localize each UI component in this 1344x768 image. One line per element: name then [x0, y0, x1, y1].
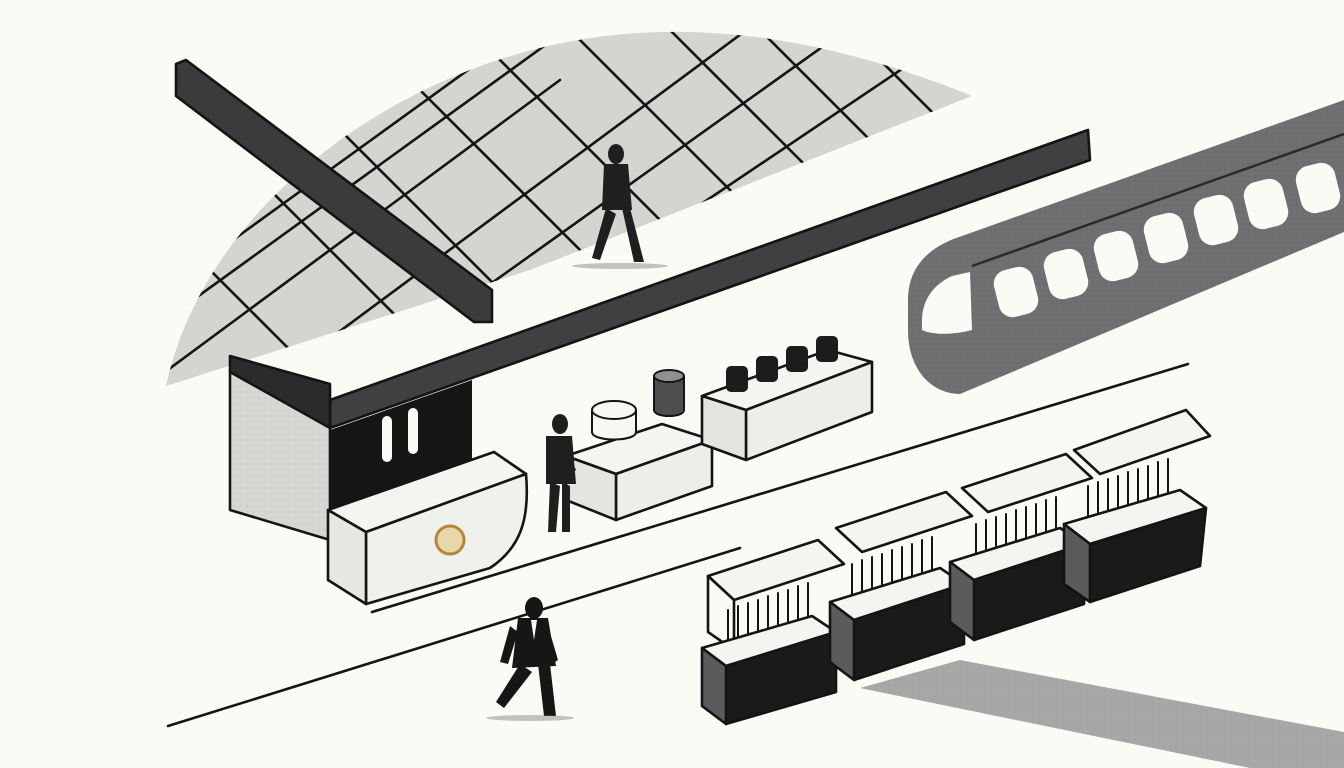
- jar-on-counter: [653, 369, 685, 417]
- walker-upper-platform: [572, 144, 668, 269]
- train-windows: [993, 162, 1341, 318]
- kiosk-4: [1062, 408, 1212, 604]
- booth-window-right: [408, 408, 418, 454]
- booth-counter: [326, 450, 529, 606]
- kiosk-1: [700, 538, 846, 726]
- ticket-booth: [228, 354, 472, 542]
- steel-beam: [174, 58, 494, 324]
- walker-lower-platform: [486, 597, 574, 721]
- display-counter-cakes: [564, 369, 714, 522]
- attendant-at-counter: [546, 414, 576, 532]
- booth-window-left: [382, 416, 392, 462]
- train-cab-window: [922, 272, 972, 334]
- train: [908, 100, 1344, 394]
- display-counter-tvs: [700, 336, 874, 462]
- kiosk-3: [948, 452, 1094, 642]
- platform-edge-lower: [166, 362, 1190, 728]
- counter-emblem: [434, 524, 466, 556]
- kiosk-2: [828, 490, 974, 682]
- floor-shadow: [860, 660, 1344, 768]
- upper-walkway: [470, 128, 1090, 330]
- cake-on-counter: [591, 400, 637, 441]
